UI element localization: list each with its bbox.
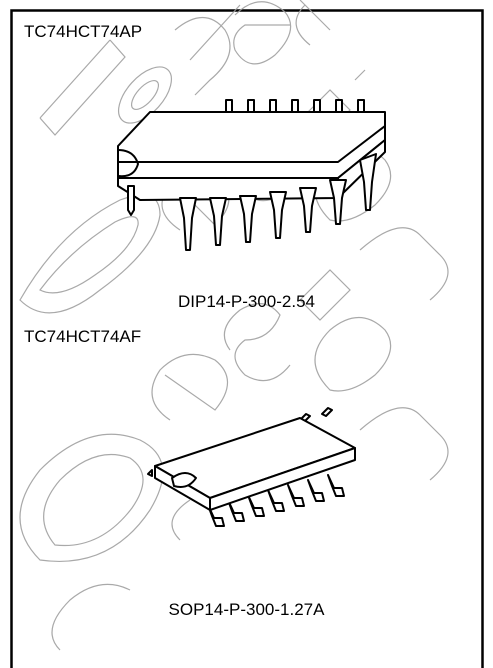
watermark (19, 0, 449, 651)
part-number-dip: TC74HCT74AP (24, 22, 143, 41)
outer-frame (10, 9, 484, 668)
dip-14-icon (117, 99, 386, 251)
package-code-sop: SOP14-P-300-1.27A (168, 600, 325, 619)
part-number-sop: TC74HCT74AF (24, 327, 142, 346)
package-code-dip: DIP14-P-300-2.54 (177, 292, 316, 311)
sop-14-icon (147, 407, 356, 527)
